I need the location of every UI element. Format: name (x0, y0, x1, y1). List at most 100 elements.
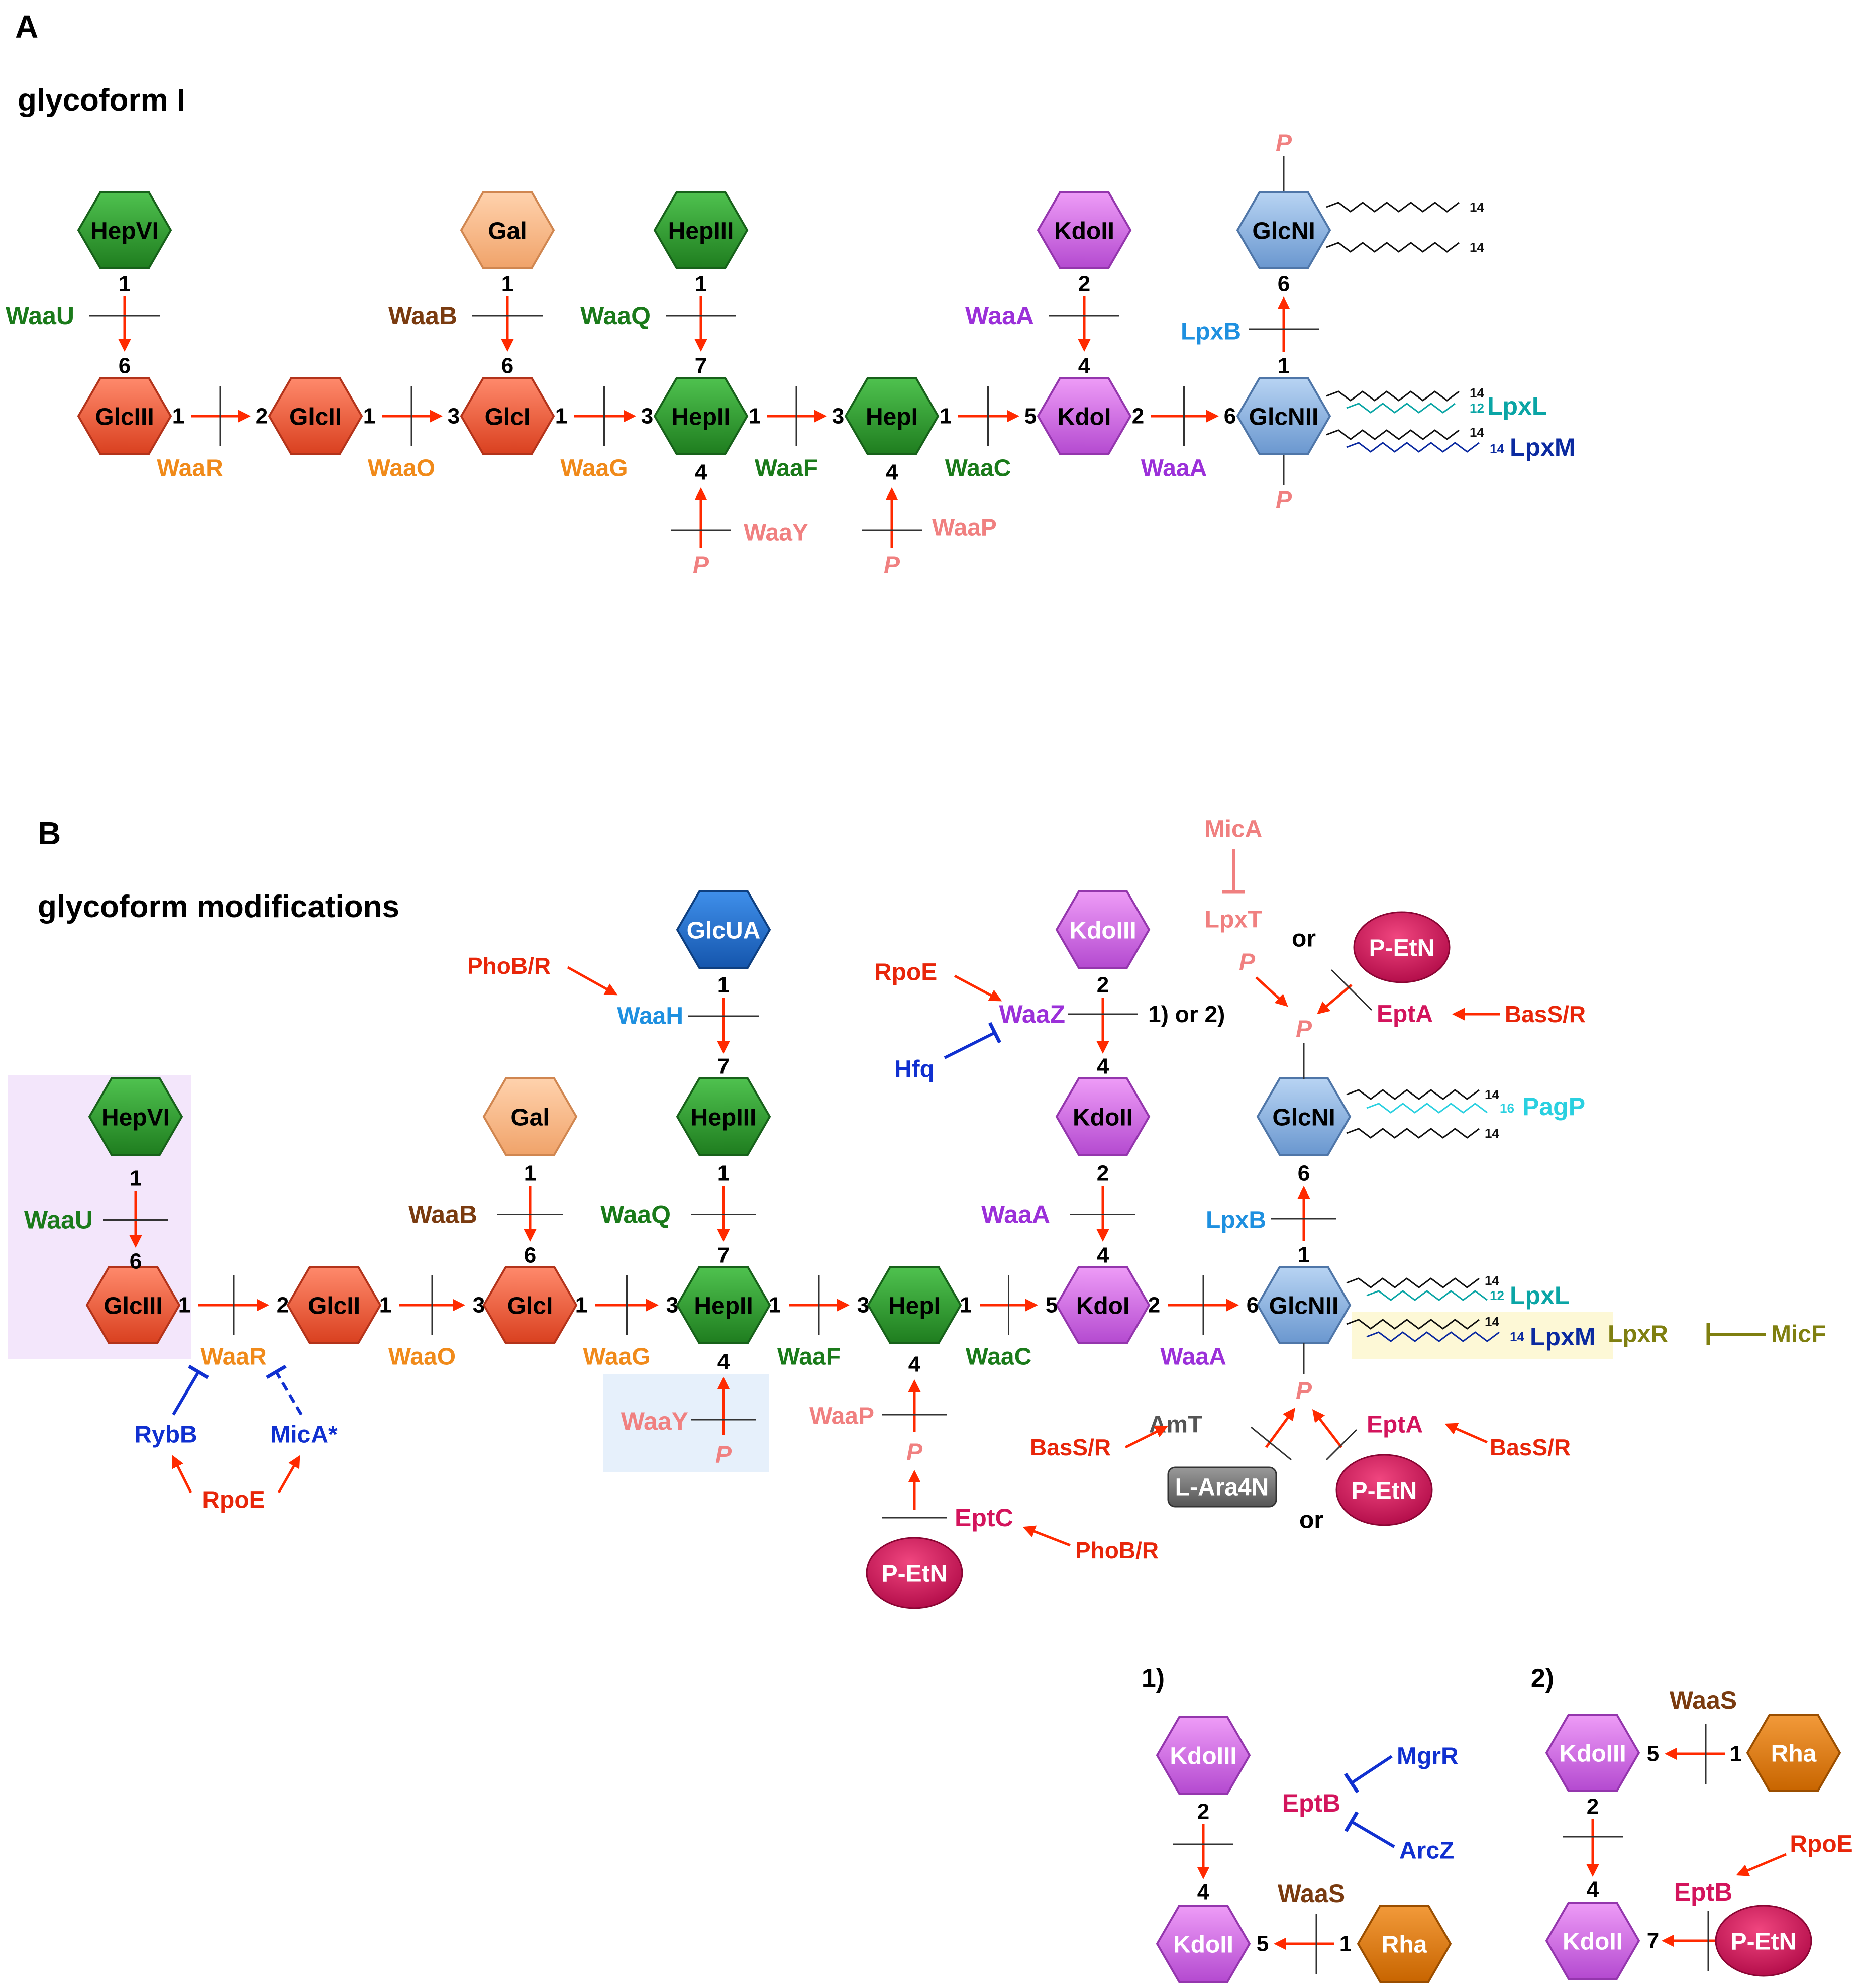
a-chain-1-len: 14 (1470, 200, 1484, 215)
b-waah-pos2: 7 (717, 1054, 730, 1079)
b-waap-pos: 4 (908, 1352, 921, 1377)
b-amt-tick (1251, 1426, 1292, 1461)
b-glci: GlcI (483, 1266, 577, 1344)
b-lpxb: LpxB (1206, 1207, 1266, 1234)
inset1-label: 1) (1142, 1664, 1165, 1693)
a-waao: WaaO (368, 455, 435, 482)
b-chain-lpxm (1366, 1331, 1500, 1342)
a-waap: WaaP (932, 515, 997, 541)
b-waap: WaaP (809, 1403, 874, 1430)
a-glcni: GlcNI (1236, 191, 1331, 269)
a-phos-top: P (1276, 130, 1292, 157)
inset1-rha-label: Rha (1382, 1932, 1427, 1958)
b-hepi: HepI (867, 1266, 962, 1344)
b-micf: MicF (1771, 1321, 1826, 1348)
b-or-top: or (1292, 926, 1316, 952)
inset2-kdoii-label: KdoII (1563, 1929, 1623, 1955)
b-epta-tick (1330, 969, 1373, 1011)
inset2-kdoiii-label: KdoIII (1559, 1741, 1626, 1767)
b-hfq-inhib (944, 1031, 996, 1059)
b-chain-lpxl-len: 12 (1490, 1288, 1504, 1303)
a-waau-pos1: 1 (119, 272, 131, 296)
inset2-petn-label: P-EtN (1731, 1929, 1797, 1955)
panel-a-title: glycoform I (18, 83, 185, 118)
b-lara4n-label: L-Ara4N (1175, 1474, 1269, 1501)
b-rpoe-arrow (954, 974, 1002, 1002)
b-waaz-pos2: 4 (1097, 1054, 1109, 1079)
inset1-waas: WaaS (1278, 1879, 1345, 1908)
b-chain-pagp (1366, 1103, 1488, 1114)
b-hepiii: HepIII (676, 1077, 771, 1156)
b-glcii: GlcII (287, 1266, 381, 1344)
a-hepiii: HepIII (654, 191, 748, 269)
inset1-arcz: ArcZ (1399, 1838, 1454, 1864)
a-chain-2 (1326, 242, 1460, 253)
b-petn-bottom-label: P-EtN (1352, 1478, 1417, 1505)
b-phobr: PhoB/R (467, 953, 551, 979)
inset2-waas: WaaS (1670, 1686, 1737, 1714)
inset2-rpoe: RpoE (1790, 1831, 1852, 1858)
b-petn-eptc: P-EtN (866, 1537, 963, 1609)
b-chain-pagp-len: 16 (1500, 1101, 1514, 1116)
b-waaq: WaaQ (600, 1201, 671, 1229)
inset1-pos1: 2 (1197, 1800, 1209, 1824)
b-petn-top-label: P-EtN (1369, 935, 1435, 962)
a-waar-pos1: 1 (172, 404, 184, 429)
b-or-bottom: or (1299, 1507, 1323, 1534)
b-glcnii-label: GlcNII (1269, 1293, 1339, 1320)
b-waay: WaaY (621, 1407, 688, 1435)
a-glci: GlcI (460, 377, 555, 455)
b-waac: WaaC (966, 1344, 1032, 1370)
b-waar-pos1: 1 (178, 1293, 190, 1318)
a-lpxm: LpxM (1510, 433, 1576, 461)
b-waaz-pos1: 2 (1097, 973, 1109, 998)
a-waaf: WaaF (755, 455, 818, 482)
b-glcua: GlcUA (676, 890, 771, 969)
b-epta2-tick (1325, 1429, 1358, 1461)
b-lpxr: LpxR (1608, 1321, 1668, 1348)
inset2-pos1: 2 (1587, 1795, 1599, 1819)
a-waap-pos: 4 (886, 460, 898, 485)
inset2-label: 2) (1531, 1664, 1554, 1693)
b-waaq-pos2: 7 (717, 1243, 730, 1268)
b-epta2: EptA (1367, 1412, 1423, 1438)
b-epta: EptA (1377, 1001, 1433, 1028)
a-kdoii-label: KdoII (1054, 218, 1114, 245)
b-glcii-label: GlcII (308, 1293, 360, 1320)
b-chain-3 (1346, 1277, 1480, 1288)
b-phos-top: P (1296, 1016, 1312, 1043)
b-rpoe-2-arrow1 (172, 1455, 192, 1494)
b-bassr3-arrow (1444, 1423, 1488, 1444)
b-waag-pos2: 3 (666, 1293, 678, 1318)
a-waar-pos2: 2 (256, 404, 268, 429)
a-waaa-bottom-pos1: 2 (1132, 404, 1144, 429)
b-phos-bottom: P (1296, 1378, 1312, 1405)
b-kdoi: KdoI (1056, 1266, 1150, 1344)
b-waau-pos1: 1 (130, 1166, 142, 1191)
b-chain-1 (1346, 1089, 1480, 1100)
b-waab: WaaB (408, 1201, 477, 1229)
b-amt-arrow (1265, 1407, 1295, 1448)
a-chain-lpxm-len: 14 (1490, 441, 1504, 456)
b-waac-pos1: 1 (960, 1293, 972, 1318)
b-chain-lpxl (1366, 1290, 1488, 1301)
a-glcnii: GlcNII (1236, 377, 1331, 455)
b-hepiii-label: HepIII (691, 1105, 757, 1131)
b-lpxb-pos2: 6 (1298, 1161, 1310, 1186)
b-glciii: GlcIII (86, 1266, 180, 1344)
a-hepii: HepII (654, 377, 748, 455)
b-petn-top: P-EtN (1353, 911, 1451, 983)
b-waab-pos2: 6 (524, 1243, 536, 1268)
a-lpxb-pos1: 1 (1278, 354, 1290, 378)
b-waag-pos1: 1 (575, 1293, 587, 1318)
b-rpoe: RpoE (874, 959, 937, 986)
b-waac-pos2: 5 (1046, 1293, 1058, 1318)
b-bassr2-arrow (1124, 1426, 1168, 1449)
a-waag: WaaG (560, 455, 628, 482)
a-lpxb-pos2: 6 (1278, 272, 1290, 296)
b-lpxl: LpxL (1510, 1281, 1570, 1310)
b-eptc: EptC (955, 1504, 1013, 1532)
b-lpxb-pos1: 1 (1298, 1243, 1310, 1267)
b-waaf-pos1: 1 (769, 1293, 781, 1318)
